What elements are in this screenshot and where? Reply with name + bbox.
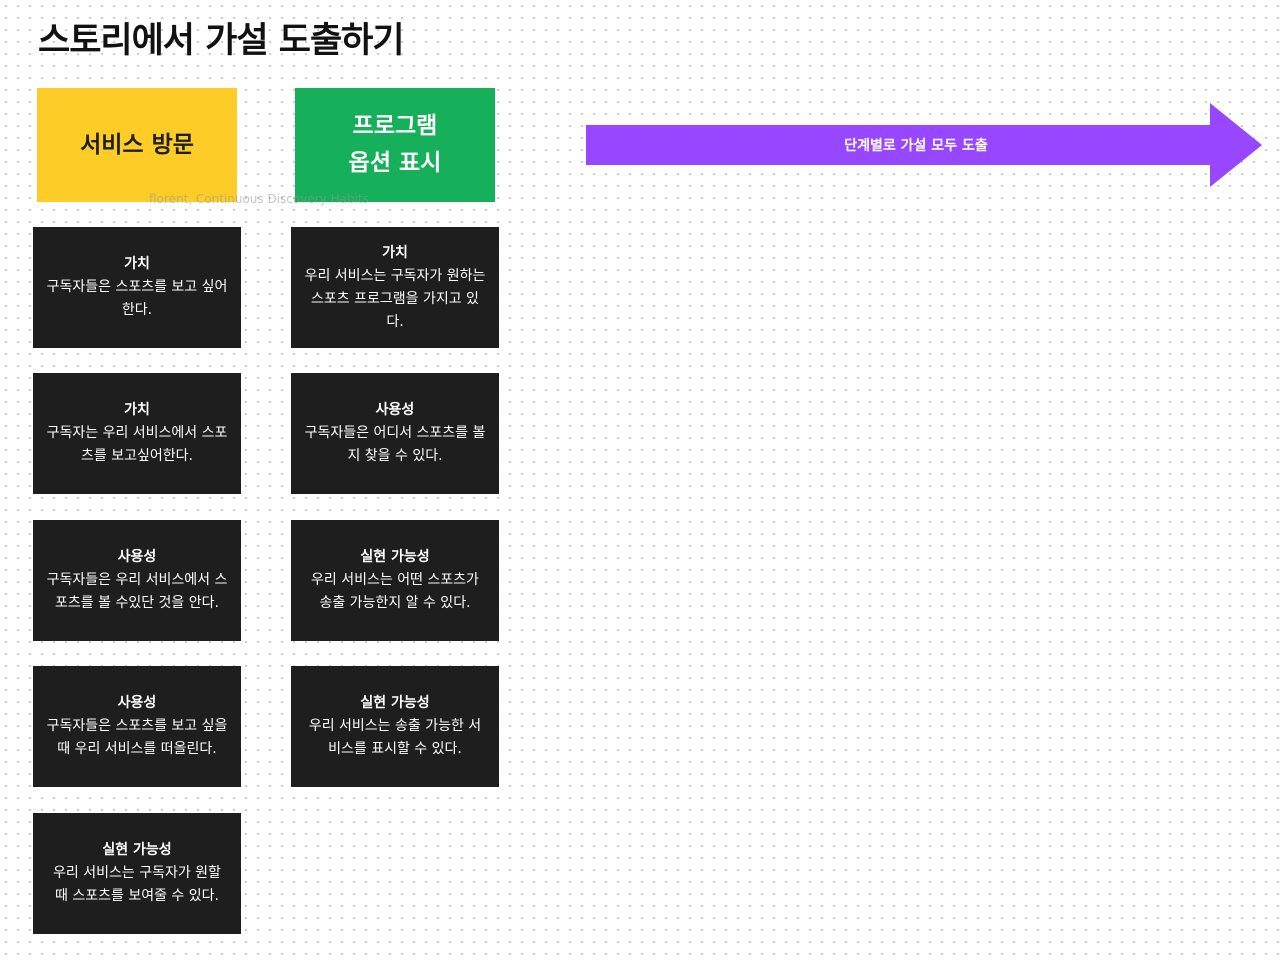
card-text: 구독자들은 스포츠를 보고 싶을 때 우리 서비스를 떠올린다. — [46, 718, 228, 757]
card-text: 우리 서비스는 구독자가 원하는 스포츠 프로그램을 가지고 있다. — [304, 267, 486, 330]
card-text: 구독자들은 스포츠를 보고 싶어한다. — [46, 279, 228, 318]
progress-arrow: 단계별로 가설 모두 도출 — [586, 103, 1262, 187]
hypothesis-card: 실현 가능성 우리 서비스는 구독자가 원할 때 스포츠를 보여줄 수 있다. — [33, 813, 241, 934]
card-category: 실현 가능성 — [102, 842, 172, 858]
hypothesis-card: 사용성 구독자들은 스포츠를 보고 싶을 때 우리 서비스를 떠올린다. — [33, 666, 241, 787]
hypothesis-card: 실현 가능성 우리 서비스는 송출 가능한 서비스를 표시할 수 있다. — [291, 666, 499, 787]
hypothesis-card: 가치 구독자는 우리 서비스에서 스포츠를 보고싶어한다. — [33, 373, 241, 494]
step-program-options: 프로그램 옵션 표시 — [295, 88, 495, 202]
card-category: 실현 가능성 — [360, 695, 430, 711]
card-category: 사용성 — [117, 695, 157, 711]
card-category: 가치 — [124, 402, 150, 418]
card-category: 실현 가능성 — [360, 549, 430, 565]
card-text: 구독자는 우리 서비스에서 스포츠를 보고싶어한다. — [46, 425, 228, 464]
page-title: 스토리에서 가설 도출하기 — [38, 21, 405, 61]
hypothesis-card: 사용성 구독자들은 우리 서비스에서 스포츠를 볼 수있단 것을 안다. — [33, 520, 241, 641]
card-category: 사용성 — [117, 549, 157, 565]
card-category: 가치 — [382, 244, 408, 261]
hypothesis-card: 가치 우리 서비스는 구독자가 원하는 스포츠 프로그램을 가지고 있다. — [291, 227, 499, 348]
card-category: 사용성 — [375, 402, 415, 418]
watermark-text: florent, Continuous Discovery Habits — [149, 192, 369, 206]
hypothesis-card: 사용성 구독자들은 어디서 스포츠를 볼지 찾을 수 있다. — [291, 373, 499, 494]
step-service-visit: 서비스 방문 — [37, 88, 237, 202]
arrow-label: 단계별로 가설 모두 도출 — [844, 138, 988, 154]
card-text: 우리 서비스는 어떤 스포츠가 송출 가능한지 알 수 있다. — [311, 572, 479, 611]
arrow-shape — [586, 103, 1262, 187]
hypothesis-card: 가치 구독자들은 스포츠를 보고 싶어한다. — [33, 227, 241, 348]
card-text: 우리 서비스는 구독자가 원할 때 스포츠를 보여줄 수 있다. — [53, 865, 221, 904]
card-text: 우리 서비스는 송출 가능한 서비스를 표시할 수 있다. — [308, 718, 482, 757]
card-category: 가치 — [124, 256, 150, 272]
card-text: 구독자들은 어디서 스포츠를 볼지 찾을 수 있다. — [304, 425, 486, 464]
card-text: 구독자들은 우리 서비스에서 스포츠를 볼 수있단 것을 안다. — [46, 572, 228, 611]
hypothesis-card: 실현 가능성 우리 서비스는 어떤 스포츠가 송출 가능한지 알 수 있다. — [291, 520, 499, 641]
